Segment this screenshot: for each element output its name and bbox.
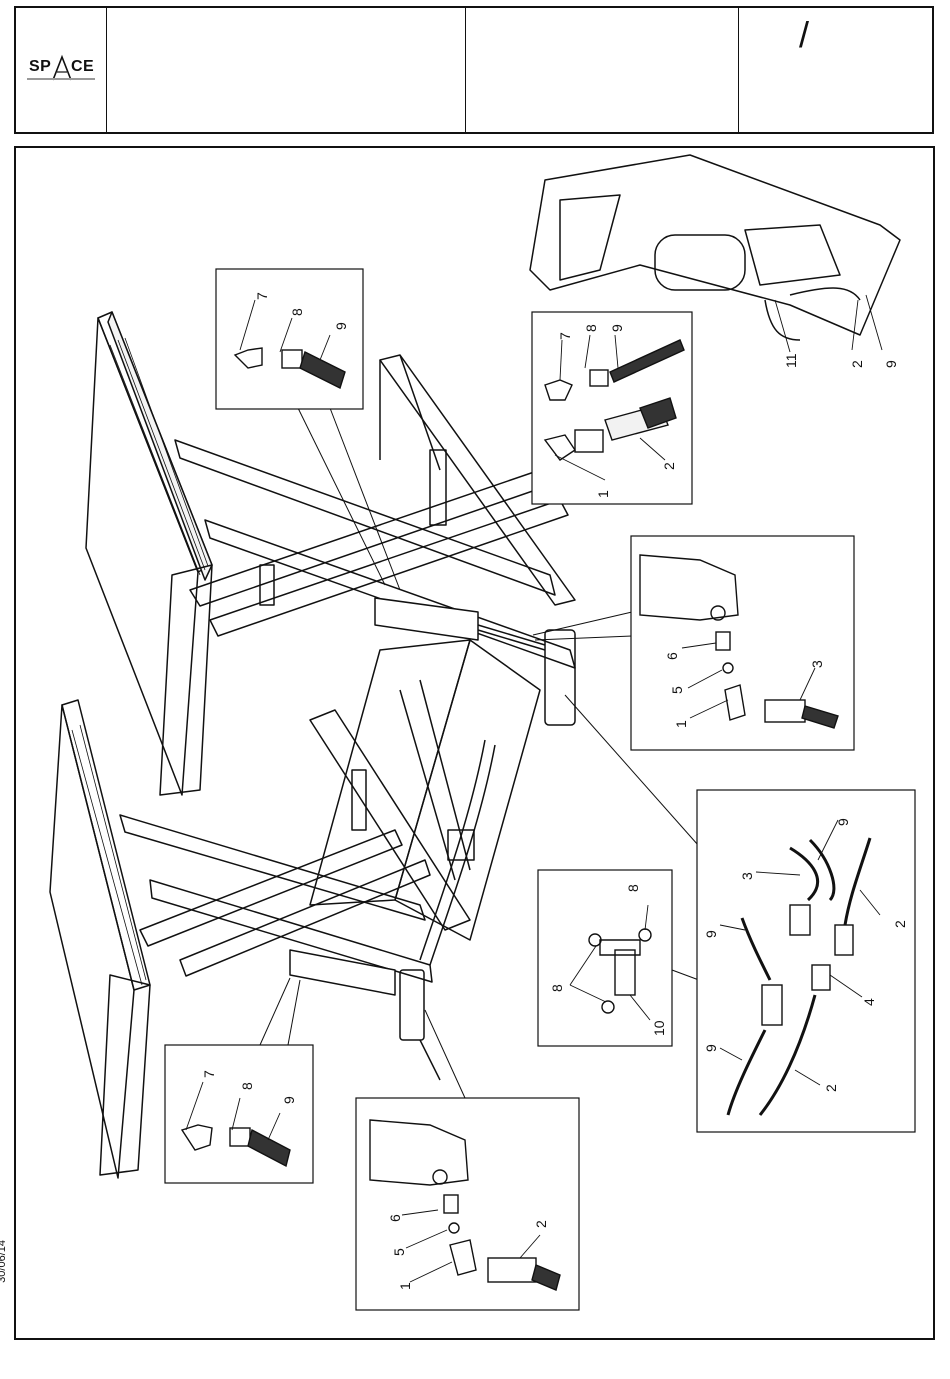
callout-d5-8b: 8	[549, 984, 565, 992]
detail-box-junction	[697, 790, 915, 1132]
detail-box-upper-hose	[216, 269, 363, 409]
callout-tr-11: 11	[783, 353, 799, 368]
lower-platform	[50, 700, 150, 1178]
callout-d4-4: 4	[861, 998, 877, 1006]
upper-platform	[86, 312, 212, 795]
callout-d1-7: 7	[254, 292, 270, 300]
callout-tr-2: 2	[849, 360, 865, 368]
lower-tread-pattern	[72, 725, 146, 985]
callout-d2-8: 8	[583, 324, 599, 332]
callout-d3-3: 3	[809, 660, 825, 668]
callout-d7-2: 2	[533, 1220, 549, 1228]
callout-d4-3: 3	[739, 872, 755, 880]
callout-d4-9a: 9	[835, 818, 851, 826]
callout-d2-1: 1	[595, 490, 611, 498]
callout-d7-6: 6	[387, 1214, 403, 1222]
detail-box-lower-hose	[165, 1045, 313, 1183]
callout-d4-9c: 9	[703, 1044, 719, 1052]
callout-d3-1: 1	[673, 720, 689, 728]
central-beam	[310, 640, 540, 965]
detail-box-tee	[538, 870, 672, 1046]
callout-d5-10: 10	[651, 1020, 667, 1036]
callout-d3-6: 6	[664, 652, 680, 660]
callout-d7-5: 5	[391, 1248, 407, 1256]
callout-d6-9: 9	[281, 1096, 297, 1104]
callout-d3-5: 5	[669, 686, 685, 694]
callout-d4-2b: 2	[823, 1084, 839, 1092]
callout-d2-7: 7	[557, 332, 573, 340]
callout-d1-9: 9	[333, 322, 349, 330]
callout-d2-2: 2	[661, 462, 677, 470]
callout-d5-8a: 8	[625, 884, 641, 892]
callout-tr-9: 9	[883, 360, 899, 368]
callout-d4-9b: 9	[703, 930, 719, 938]
callout-d1-8: 8	[289, 308, 305, 316]
callout-d7-1: 1	[397, 1282, 413, 1290]
callout-d4-2a: 2	[892, 920, 908, 928]
callout-d6-7: 7	[201, 1070, 217, 1078]
callout-d2-9: 9	[609, 324, 625, 332]
leader-lines	[260, 408, 758, 1098]
callout-d6-8: 8	[239, 1082, 255, 1090]
